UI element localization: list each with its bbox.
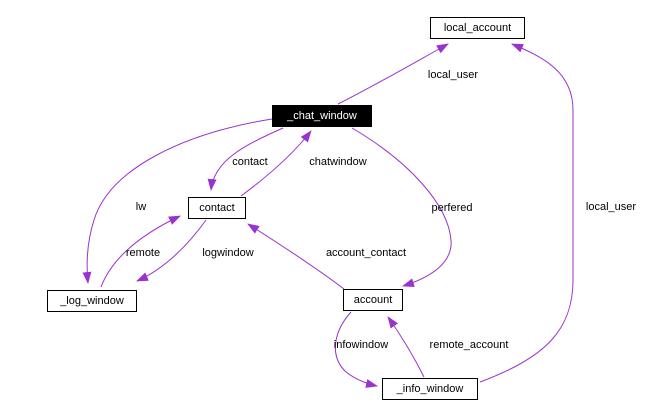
edge-label-remote-account: remote_account — [429, 339, 509, 351]
node-log-window[interactable]: _log_window — [47, 290, 137, 312]
edge-label-logwindow: logwindow — [202, 247, 254, 259]
edge-log-window-to-contact — [100, 215, 181, 288]
edge-label-infowindow: infowindow — [333, 339, 389, 351]
edge-label-remote: remote — [125, 247, 161, 259]
node-contact[interactable]: contact — [188, 197, 246, 219]
edge-label-account-contact: account_contact — [325, 247, 407, 259]
edge-info-window-to-local-account — [479, 43, 574, 383]
edge-label-local-user-top: local_user — [427, 69, 479, 81]
edge-chat-window-to-log-window — [82, 118, 273, 284]
node-account[interactable]: account — [343, 289, 403, 311]
edge-info-window-to-account — [387, 316, 425, 378]
node-local-account[interactable]: local_account — [430, 17, 525, 39]
edge-label-perfered: perfered — [431, 202, 473, 214]
node-chat-window[interactable]: _chat_window — [272, 105, 372, 127]
edge-account-to-contact — [247, 223, 345, 290]
edge-contact-to-log-window — [136, 219, 207, 282]
edge-chat-window-to-local-account — [337, 43, 449, 105]
edge-label-lw: lw — [135, 201, 147, 213]
edge-account-to-info-window — [334, 311, 378, 388]
edge-contact-to-chat-window — [240, 130, 312, 197]
edge-chat-window-to-contact — [207, 127, 284, 191]
node-info-window[interactable]: _info_window — [382, 378, 478, 400]
edge-label-contact: contact — [232, 156, 268, 168]
edge-chat-window-to-account — [351, 127, 452, 288]
edge-label-chatwindow: chatwindow — [309, 156, 367, 168]
edge-label-local-user-right: local_user — [585, 201, 637, 213]
